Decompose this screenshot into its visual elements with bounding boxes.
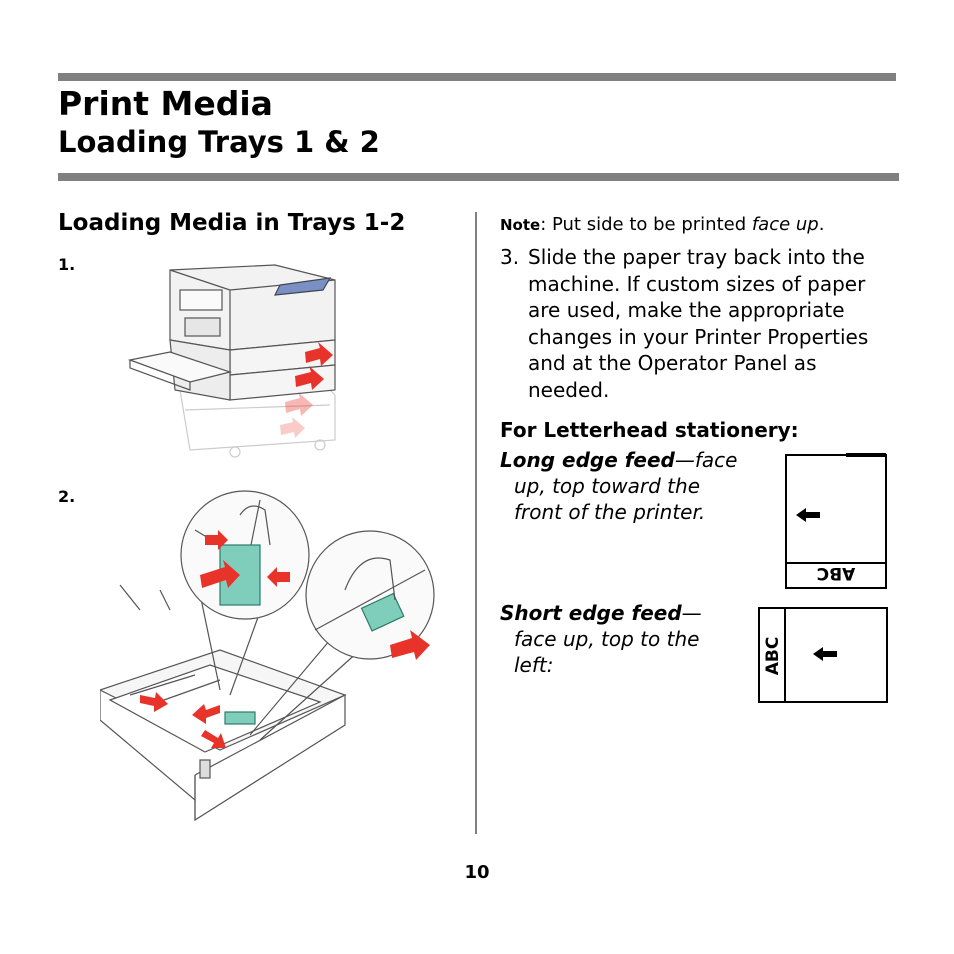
- step-3-number: 3.: [500, 245, 520, 269]
- left-arrow-icon: [796, 508, 820, 522]
- left-arrow-icon: [813, 647, 837, 661]
- top-rule: [58, 73, 896, 81]
- page-subtitle: Loading Trays 1 & 2: [58, 125, 380, 159]
- step-2-label: 2.: [58, 487, 76, 506]
- printer-illustration: [127, 264, 336, 458]
- note: Note: Put side to be printed face up.: [500, 212, 824, 238]
- section-heading: Loading Media in Trays 1-2: [58, 210, 406, 236]
- short-edge-feed-lead: Short edge feed: [500, 601, 682, 625]
- long-edge-feed-lead: Long edge feed: [500, 448, 675, 472]
- step-1-label: 1.: [58, 255, 76, 274]
- note-text: : Put side to be printed: [540, 214, 752, 235]
- step-3-text: Slide the paper tray back into the machi…: [528, 245, 869, 402]
- letterhead-heading: For Letterhead stationery:: [500, 418, 799, 442]
- short-edge-feed-text: Short edge feed— face up, top to the lef…: [500, 600, 702, 678]
- long-edge-feed-line3: front of the printer.: [514, 500, 706, 524]
- short-edge-feed-line2: face up, top to the: [514, 627, 700, 651]
- long-edge-paper-diagram: ABC: [785, 453, 887, 589]
- page-number: 10: [464, 862, 490, 883]
- column-divider: [475, 212, 477, 834]
- note-end: .: [818, 214, 825, 235]
- long-edge-feed-rest: —face: [674, 448, 738, 472]
- tray-guides-illustration: [100, 490, 435, 822]
- note-emphasis: face up: [751, 214, 819, 235]
- short-edge-feed-line3: left:: [514, 653, 554, 677]
- short-edge-feed-rest: —: [681, 601, 702, 625]
- note-label: Note: [500, 216, 541, 234]
- long-edge-feed-line2: up, top toward the: [514, 474, 701, 498]
- step-3: 3. Slide the paper tray back into the ma…: [500, 244, 900, 403]
- short-edge-paper-diagram: ABC: [758, 607, 888, 703]
- page-title: Print Media: [58, 84, 273, 123]
- short-edge-diagram-label: ABC: [763, 637, 783, 676]
- long-edge-feed-text: Long edge feed—face up, top toward the f…: [500, 447, 737, 525]
- long-edge-diagram-label: ABC: [817, 563, 856, 583]
- header-bottom-rule: [58, 173, 899, 181]
